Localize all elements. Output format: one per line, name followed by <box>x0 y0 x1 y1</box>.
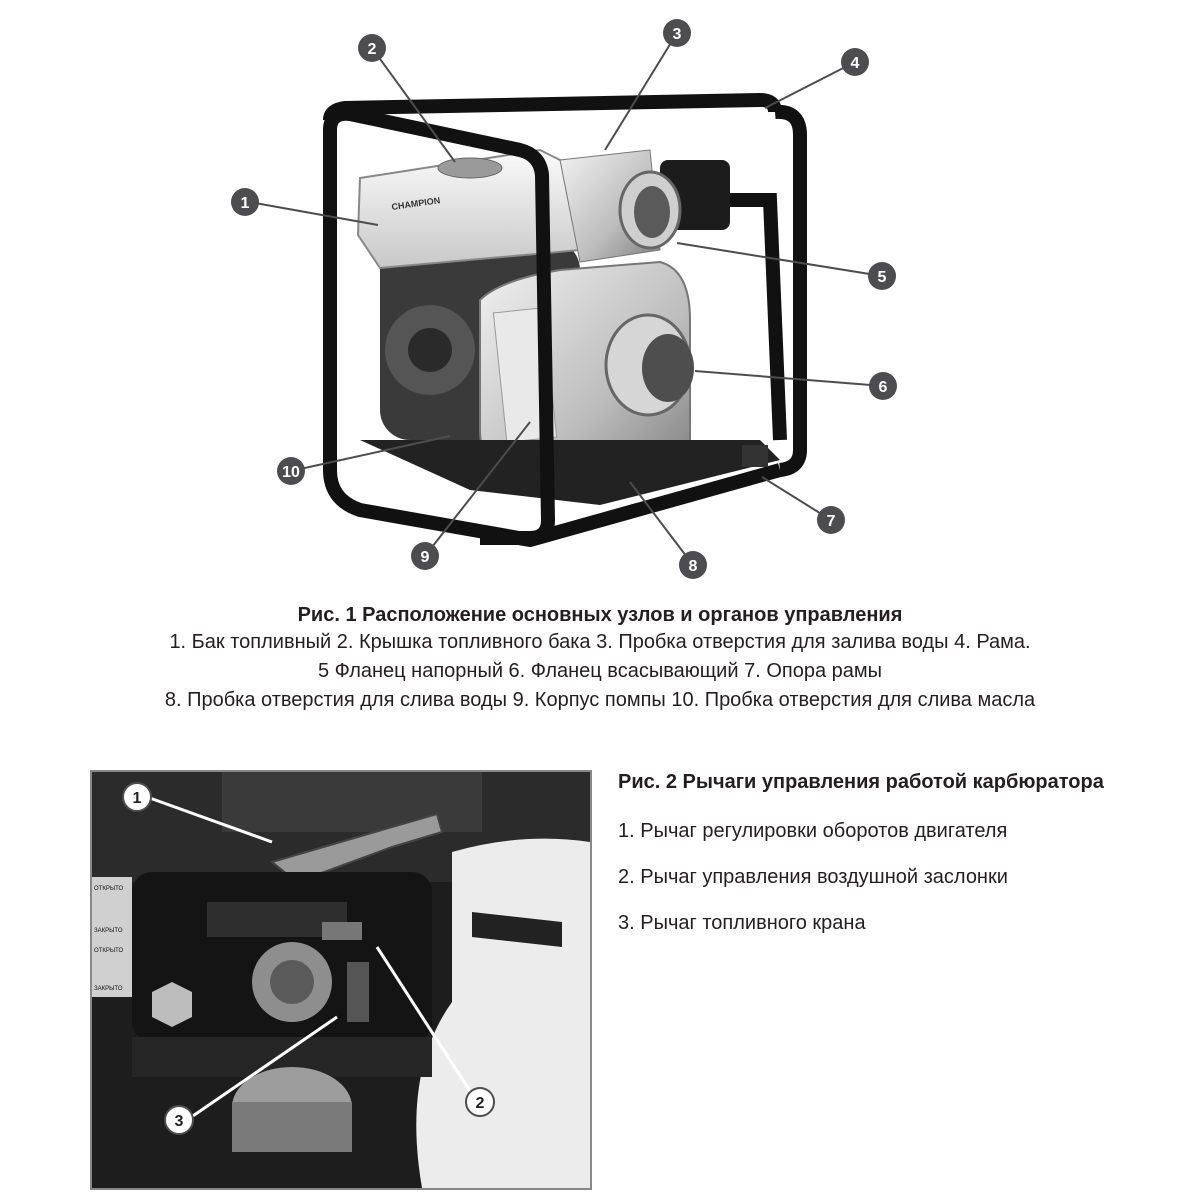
svg-text:7: 7 <box>827 513 836 530</box>
callout-8: 8 <box>679 551 707 579</box>
figure-1-title: Рис. 1 Расположение основных узлов и орг… <box>297 604 903 626</box>
panel-label-closed-2: ЗАКРЫТО <box>94 986 123 992</box>
figure-1-legend-line-1: 1. Бак топливный 2. Крышка топливного ба… <box>169 631 1031 653</box>
callout-4: 4 <box>841 48 869 76</box>
photo-callout-3: 3 <box>164 1105 194 1135</box>
figure-1-legend-line-2: 5 Фланец напорный 6. Фланец всасывающий … <box>317 660 883 682</box>
svg-text:5: 5 <box>878 269 887 286</box>
leader-line-3 <box>186 1015 338 1122</box>
figure-2-carburetor-photo: ОТКРЫТО ЗАКРЫТО ОТКРЫТО ЗАКРЫТО 1 2 <box>90 770 592 1190</box>
callout-2: 2 <box>358 34 386 62</box>
photo-callout-2: 2 <box>465 1087 495 1117</box>
svg-text:3: 3 <box>175 1113 184 1130</box>
svg-text:2: 2 <box>476 1095 485 1112</box>
figure-1-pump-illustration: CHAMPION 1 2 3 4 5 6 <box>231 19 897 579</box>
figure-2-legend-item-1: 1. Рычаг регулировки оборотов двигателя <box>618 820 1008 842</box>
callout-5: 5 <box>868 262 896 290</box>
svg-text:10: 10 <box>282 464 300 481</box>
svg-text:6: 6 <box>879 379 888 396</box>
figure-1-legend-line-3: 8. Пробка отверстия для слива воды 9. Ко… <box>164 689 1036 711</box>
svg-text:1: 1 <box>241 195 250 212</box>
leader-line-2 <box>375 946 479 1103</box>
panel-label-closed-1: ЗАКРЫТО <box>94 928 123 934</box>
figure-2-legend-item-3: 3. Рычаг топливного крана <box>618 912 866 934</box>
panel-label-open-2: ОТКРЫТО <box>94 948 124 954</box>
pump-drawing: CHAMPION <box>323 92 807 547</box>
callout-7: 7 <box>817 506 845 534</box>
carburetor-photo-drawing: ОТКРЫТО ЗАКРЫТО ОТКРЫТО ЗАКРЫТО 1 2 <box>92 772 590 1188</box>
svg-text:2: 2 <box>368 41 377 58</box>
callout-10: 10 <box>277 457 305 485</box>
callout-6: 6 <box>869 372 897 400</box>
figure-2-legend-item-2: 2. Рычаг управления воздушной заслонки <box>618 866 1008 888</box>
photo-callout-1: 1 <box>122 782 152 812</box>
svg-text:3: 3 <box>673 26 682 43</box>
callout-9: 9 <box>411 542 439 570</box>
svg-text:8: 8 <box>689 558 698 575</box>
callout-3: 3 <box>663 19 691 47</box>
svg-text:1: 1 <box>133 790 142 807</box>
leader-lines <box>254 32 884 566</box>
panel-label-open-1: ОТКРЫТО <box>94 886 124 892</box>
svg-text:4: 4 <box>851 55 860 72</box>
figure-2-caption: Рис. 2 Рычаги управления работой карбюра… <box>618 767 1198 955</box>
callout-1: 1 <box>231 188 259 216</box>
svg-text:9: 9 <box>421 549 430 566</box>
leader-line-1 <box>146 795 273 844</box>
figure-2-title: Рис. 2 Рычаги управления работой карбюра… <box>618 771 1104 793</box>
figure-1-caption: Рис. 1 Расположение основных узлов и орг… <box>0 602 1200 715</box>
